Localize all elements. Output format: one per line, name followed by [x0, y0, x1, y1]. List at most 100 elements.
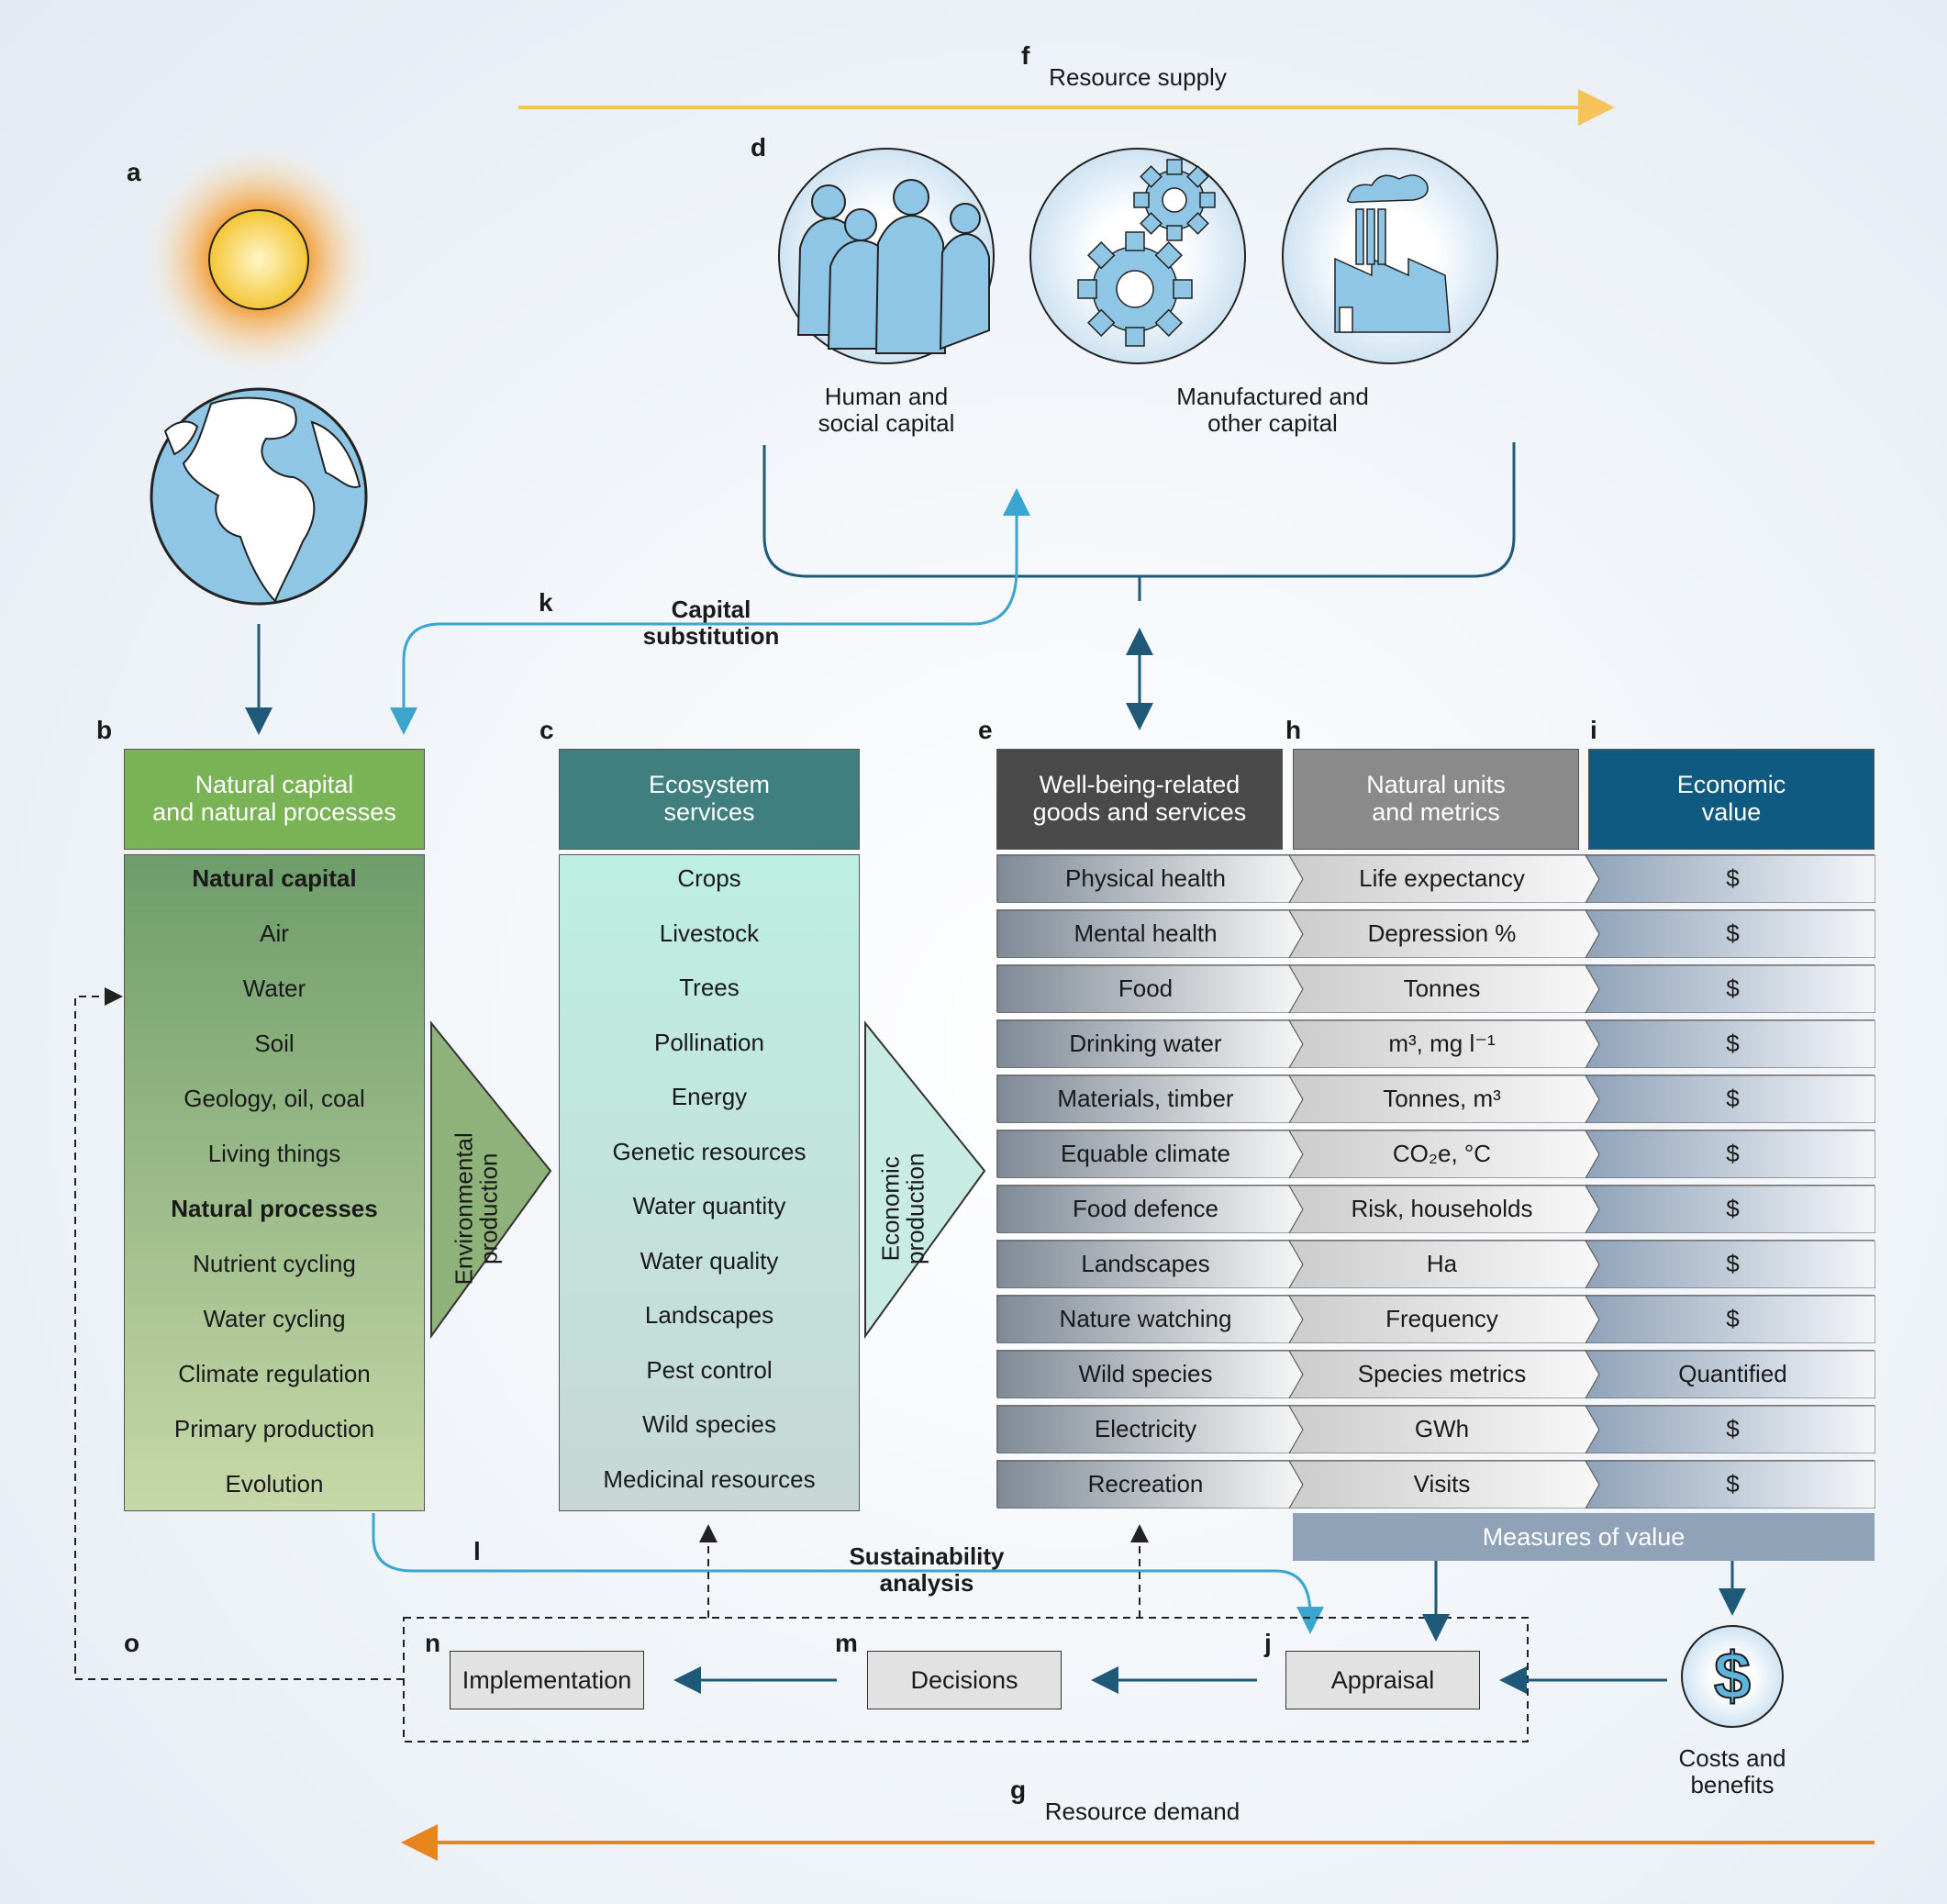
- metric-cell: Ha: [1426, 1249, 1458, 1277]
- metric-cell: m³, mg l⁻¹: [1388, 1029, 1496, 1057]
- economic-value-cell: $: [1726, 1469, 1740, 1498]
- value-table-row: Nature watching Frequency $: [996, 1295, 1875, 1343]
- ecosystem-service-item: Medicinal resources: [603, 1464, 816, 1493]
- label-l: l: [473, 1537, 481, 1565]
- resource-demand-label: Resource demand: [1044, 1798, 1241, 1825]
- ecosystem-service-item: Trees: [679, 974, 740, 1001]
- value-table-row: Food Tonnes $: [996, 964, 1875, 1013]
- sustainability-analysis-label: Sustainability analysis: [849, 1542, 1005, 1597]
- wellbeing-header: Well-being-related goods and services: [996, 749, 1283, 850]
- capital-bracket: [762, 442, 1516, 578]
- value-table-row: Electricity GWh $: [996, 1405, 1875, 1453]
- label-g: g: [1010, 1776, 1027, 1804]
- wellbeing-cell: Recreation: [1087, 1469, 1204, 1498]
- metric-cell: Tonnes: [1403, 974, 1481, 1002]
- label-m: m: [835, 1629, 858, 1657]
- natural-capital-header: Natural capital and natural processes: [124, 749, 425, 850]
- capital-substitution-label: Capital substitution: [642, 596, 780, 650]
- ecosystem-service-item: Wild species: [642, 1410, 776, 1438]
- gears-icon: [1029, 148, 1246, 364]
- label-o: o: [124, 1629, 140, 1657]
- ecosystem-service-item: Energy: [671, 1083, 748, 1110]
- ecosystem-service-item: Livestock: [659, 919, 760, 947]
- ecosystem-service-item: Pollination: [654, 1028, 764, 1056]
- resource-supply-label: Resource supply: [1049, 63, 1227, 91]
- economic-value-cell: $: [1726, 1029, 1740, 1057]
- label-d: d: [751, 133, 767, 161]
- metric-cell: Life expectancy: [1359, 863, 1525, 892]
- label-c: c: [540, 716, 554, 744]
- economic-value-header: Economic value: [1588, 749, 1875, 850]
- economic-value-cell: $: [1726, 1249, 1740, 1277]
- natural-capital-item: Natural processes: [171, 1195, 378, 1222]
- decisions-box: Decisions: [867, 1651, 1062, 1709]
- metric-cell: Risk, households: [1351, 1194, 1533, 1222]
- wellbeing-cell: Wild species: [1078, 1359, 1213, 1387]
- label-n: n: [425, 1629, 441, 1657]
- natural-capital-item: Water: [242, 974, 306, 1002]
- ecosystem-service-item: Crops: [677, 864, 741, 892]
- economic-value-cell: $: [1726, 974, 1740, 1002]
- value-table-row: Wild species Species metrics Quantified: [996, 1350, 1875, 1398]
- natural-capital-item: Soil: [254, 1030, 295, 1057]
- appraisal-box: Appraisal: [1285, 1651, 1480, 1709]
- economic-value-cell: Quantified: [1678, 1359, 1787, 1387]
- metric-cell: Frequency: [1385, 1304, 1498, 1332]
- natural-capital-item: Primary production: [173, 1415, 375, 1442]
- economic-value-cell: $: [1726, 1194, 1740, 1222]
- economic-production-arrow: [864, 1020, 986, 1340]
- label-j: j: [1264, 1629, 1272, 1657]
- ecosystem-service-item: Landscapes: [644, 1301, 774, 1329]
- natural-capital-item: Living things: [207, 1140, 341, 1167]
- ecosystem-service-item: Genetic resources: [612, 1137, 807, 1165]
- label-f: f: [1021, 41, 1030, 70]
- dollar-coin-icon: [1681, 1625, 1784, 1728]
- wellbeing-cell: Food: [1118, 974, 1174, 1002]
- dollar-symbol: $: [1713, 1639, 1752, 1714]
- natural-capital-item: Nutrient cycling: [193, 1250, 356, 1277]
- label-i: i: [1590, 716, 1597, 744]
- environmental-production-label: Environmental production: [450, 1132, 503, 1286]
- measures-of-value-bar: Measures of value: [1293, 1513, 1875, 1561]
- natural-capital-item: Geology, oil, coal: [184, 1085, 365, 1112]
- metric-cell: Species metrics: [1357, 1359, 1527, 1387]
- capital-substitution-arrow: [402, 488, 1030, 729]
- metric-cell: CO₂e, °C: [1392, 1139, 1492, 1167]
- economic-value-cell: $: [1726, 1414, 1740, 1442]
- wellbeing-cell: Equable climate: [1061, 1139, 1230, 1167]
- metric-cell: GWh: [1414, 1414, 1470, 1442]
- ecosystem-service-item: Water quality: [640, 1246, 779, 1275]
- wellbeing-cell: Materials, timber: [1057, 1084, 1234, 1112]
- natural-capital-item: Natural capital: [192, 864, 357, 892]
- ecosystem-service-item: Pest control: [646, 1355, 773, 1384]
- label-k: k: [539, 588, 553, 617]
- wellbeing-cell: Physical health: [1065, 863, 1226, 892]
- sun-icon: [208, 209, 309, 310]
- wellbeing-cell: Landscapes: [1081, 1249, 1210, 1277]
- economic-value-cell: $: [1726, 1304, 1740, 1332]
- metric-cell: Visits: [1413, 1469, 1471, 1498]
- natural-units-header: Natural units and metrics: [1293, 749, 1579, 850]
- wellbeing-cell: Nature watching: [1059, 1304, 1232, 1332]
- natural-capital-item: Water cycling: [203, 1305, 346, 1332]
- environmental-production-arrow: [430, 1020, 552, 1340]
- label-e: e: [978, 716, 993, 744]
- label-b: b: [96, 716, 113, 744]
- sustainability-analysis-arrow: [372, 1513, 1324, 1634]
- globe-icon: [150, 387, 368, 606]
- ecosystem-service-item: Water quantity: [632, 1192, 786, 1219]
- wellbeing-cell: Drinking water: [1069, 1029, 1222, 1057]
- value-table-row: Landscapes Ha $: [996, 1240, 1875, 1288]
- wellbeing-cell: Mental health: [1074, 919, 1218, 947]
- natural-capital-item: Climate regulation: [178, 1360, 371, 1387]
- costs-benefits-label: Costs and benefits: [1678, 1744, 1786, 1798]
- economic-value-cell: $: [1726, 1084, 1740, 1112]
- wellbeing-cell: Electricity: [1094, 1414, 1197, 1442]
- natural-capital-item: Evolution: [225, 1470, 324, 1498]
